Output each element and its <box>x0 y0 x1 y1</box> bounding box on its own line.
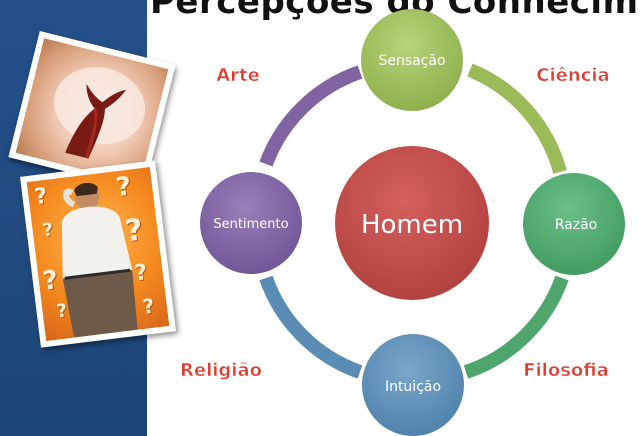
slide-title: Percepções do Conhecimento <box>150 0 640 22</box>
node-intuicao-circle <box>362 334 464 436</box>
node-sentimento-circle <box>200 172 302 274</box>
node-sensacao-circle <box>361 9 463 111</box>
node-sensacao-label: Sensação <box>378 53 445 69</box>
node-sentimento-label: Sentimento <box>213 217 288 232</box>
arc-right-bottom <box>463 275 569 379</box>
corner-label-religiao: Religião <box>180 360 262 381</box>
arc-top-right <box>467 63 567 174</box>
corner-label-ciencia: Ciência <box>536 65 609 86</box>
center-label: Homem <box>361 210 463 240</box>
arc-bottom-left <box>259 275 363 379</box>
node-razao-label: Razão <box>555 217 598 233</box>
confused-man-question-marks-photo: ? ? ? ? ? ? ? ? <box>20 160 176 348</box>
arc-left-top <box>259 65 363 167</box>
center-circle <box>335 146 489 300</box>
node-razao-circle <box>523 173 625 275</box>
corner-label-arte: Arte <box>216 65 260 86</box>
abstract-figure-photo <box>8 30 176 192</box>
corner-label-filosofia: Filosofia <box>523 360 609 381</box>
node-intuicao-label: Intuição <box>385 379 441 395</box>
